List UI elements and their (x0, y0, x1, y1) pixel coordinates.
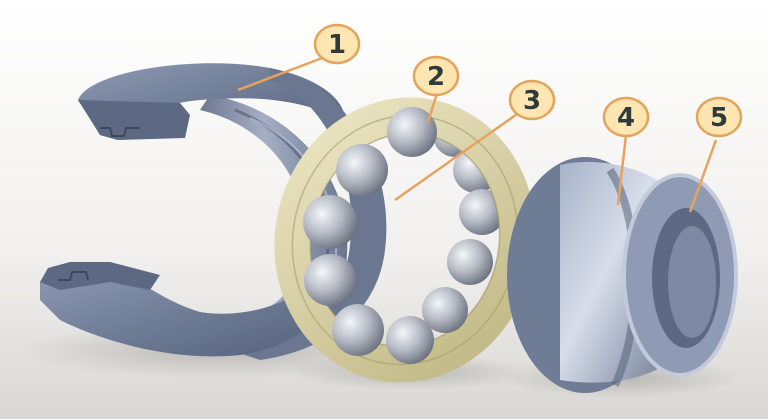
callout-5: 5 (697, 98, 741, 136)
inner-ring (507, 157, 736, 393)
ball (447, 239, 493, 285)
callout-3: 3 (510, 81, 554, 119)
ball (332, 304, 384, 356)
inner-ring-bore-inside (668, 226, 716, 338)
ball (303, 195, 357, 249)
callout-1: 1 (315, 25, 359, 63)
callout-label-4: 4 (617, 103, 635, 133)
ball (422, 287, 468, 333)
ball (304, 254, 356, 306)
callout-label-1: 1 (328, 30, 346, 60)
callout-label-5: 5 (710, 103, 728, 133)
callout-2: 2 (414, 57, 458, 95)
callout-4: 4 (604, 98, 648, 136)
callout-label-3: 3 (523, 86, 541, 116)
ball (336, 144, 388, 196)
callout-label-2: 2 (427, 62, 445, 92)
